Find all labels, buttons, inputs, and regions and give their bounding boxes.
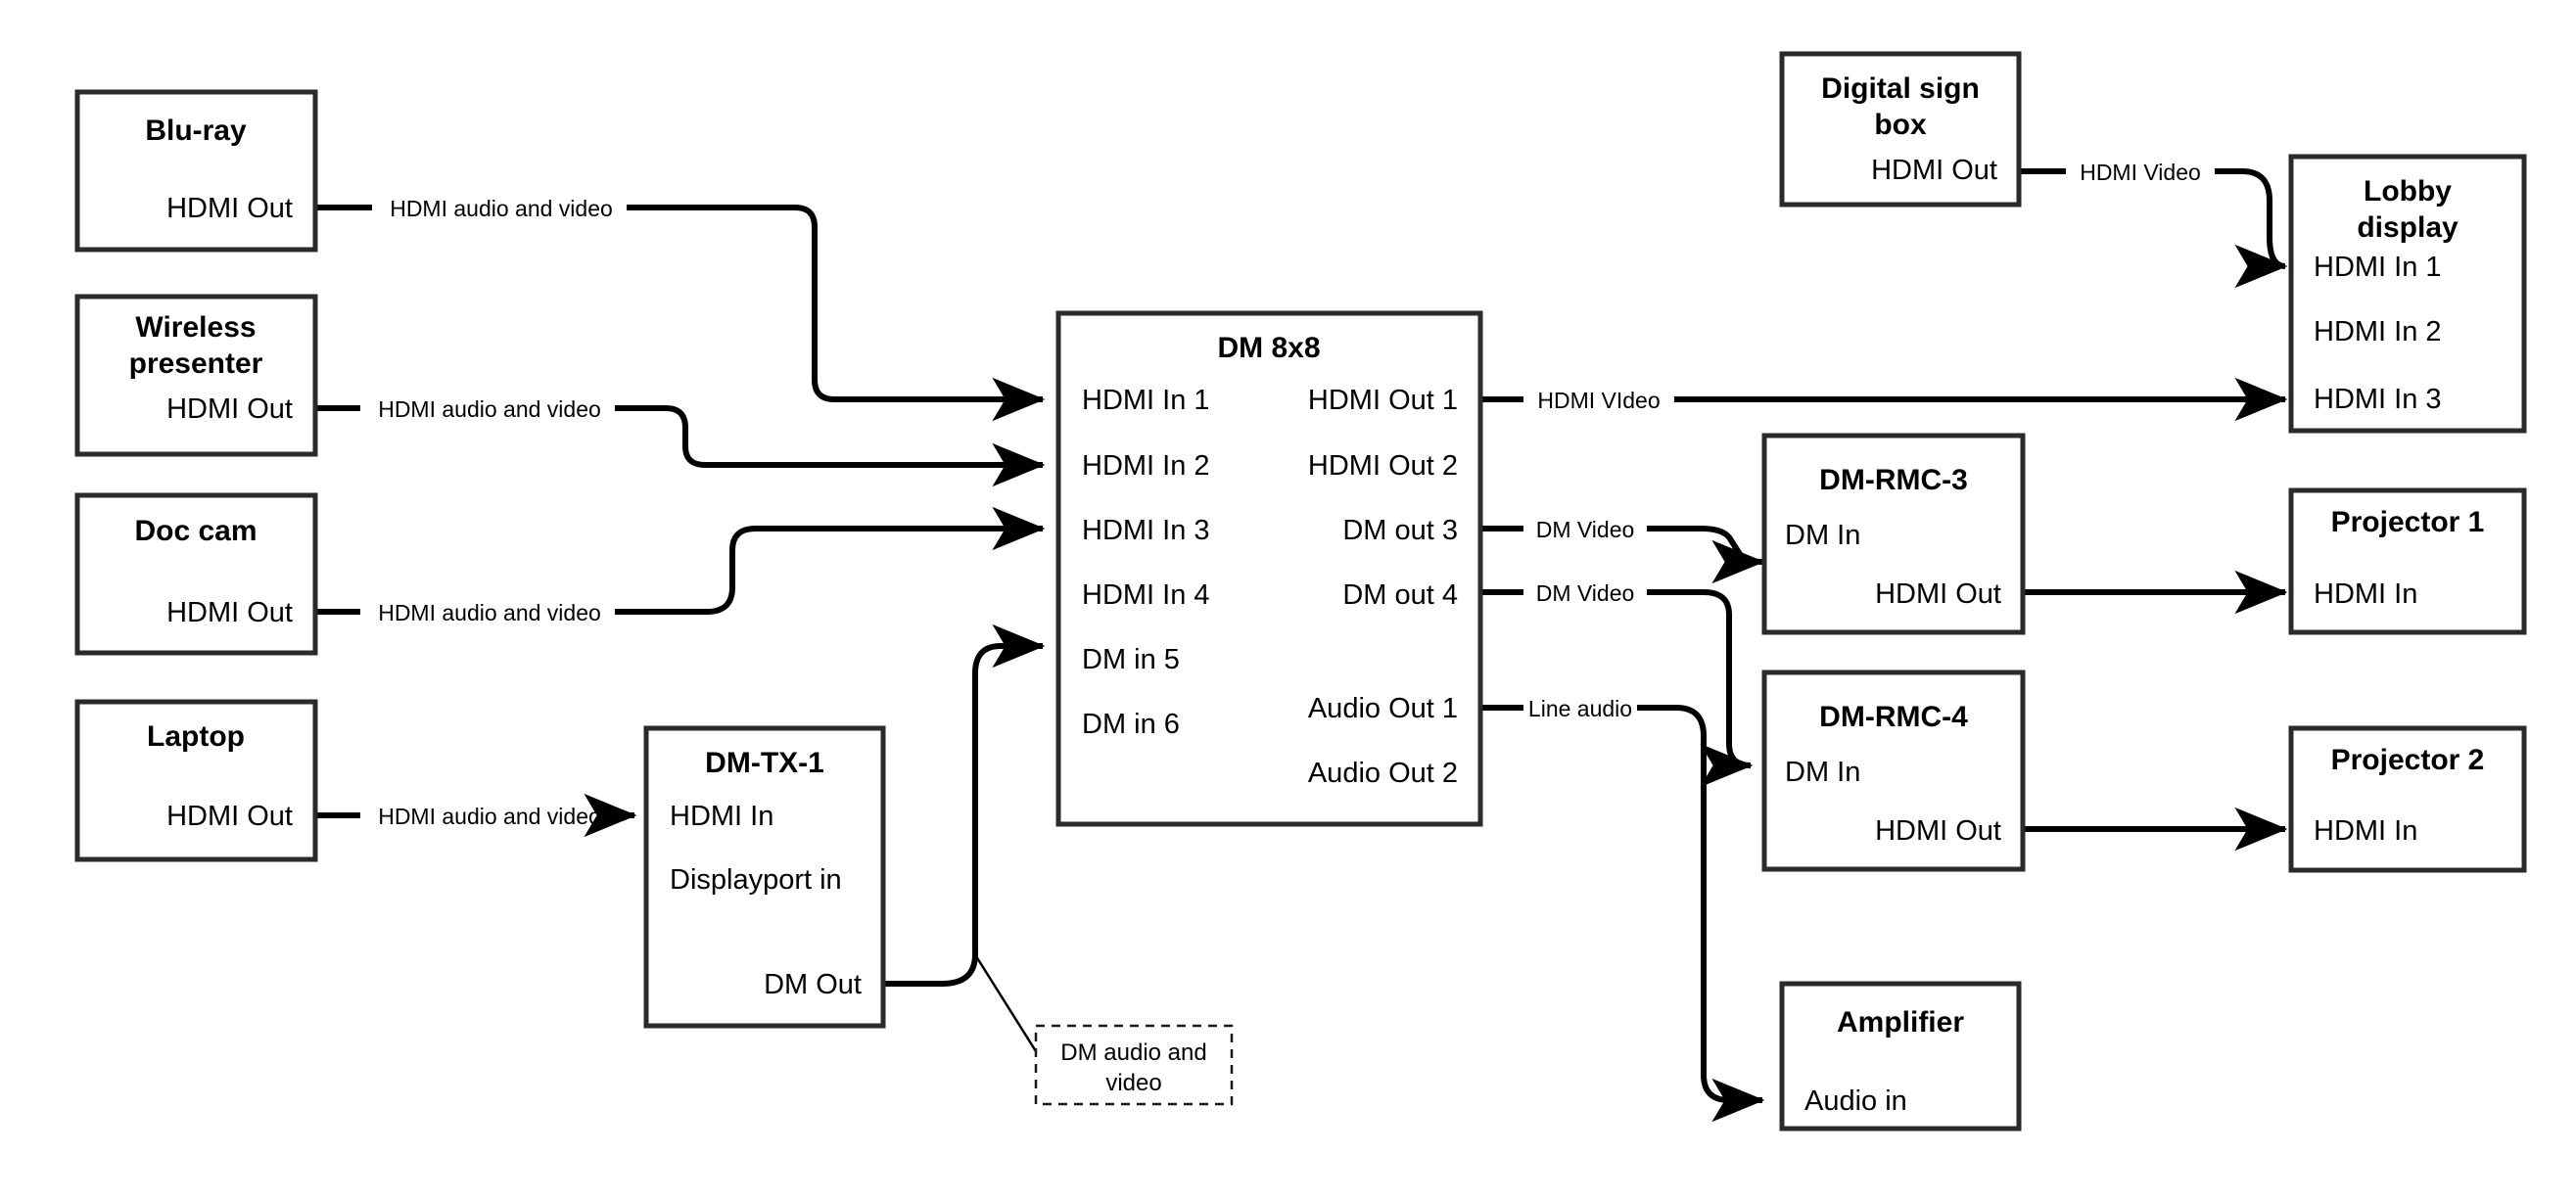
node-dm-8x8-input-hdmi-in-4: HDMI In 4 [1082,579,1210,611]
node-dm-rmc-3-port-dm-in: DM In [1785,520,1860,551]
edge-label-audioout1-to-amplifier: Line audio [1528,696,1632,721]
node-projector-1-port-hdmi-in: HDMI In [2314,578,2417,610]
note-dm-audio-and-video-line1: DM audio and [1060,1039,1206,1066]
node-dm-8x8-input-hdmi-in-1: HDMI In 1 [1082,385,1210,416]
node-laptop-port-hdmi-out: HDMI Out [166,801,293,832]
node-doc-cam-port-hdmi-out: HDMI Out [166,597,293,628]
node-projector-2[interactable]: Projector 2 HDMI In [2288,725,2527,873]
node-dm-8x8-input-hdmi-in-2: HDMI In 2 [1082,450,1210,482]
node-dm-rmc-4-rect[interactable] [1761,670,2026,872]
edge-label-hdmiout1-to-lobby3: HDMI VIdeo [1537,388,1660,413]
node-lobby-display-port-hdmi-in-3: HDMI In 3 [2314,384,2442,415]
wire-doccam-to-dm8x8-in3 [315,506,1046,615]
node-wireless-presenter-title-line1: Wireless [135,311,256,344]
node-bluray-rect[interactable] [74,89,318,253]
node-lobby-display[interactable]: Lobby display HDMI In 1 HDMI In 2 HDMI I… [2288,154,2527,434]
node-amplifier-port-audio-in: Audio in [1804,1086,1907,1117]
edge-label-dmout3-to-rmc3: DM Video [1536,517,1635,542]
edge-label-digitalsign-to-lobby: HDMI Video [2080,160,2201,185]
node-projector-1[interactable]: Projector 1 HDMI In [2288,487,2527,635]
node-dm-tx-1-rect[interactable] [643,725,886,1029]
note-dm-audio-and-video-line2: video [1105,1070,1161,1096]
node-laptop-title: Laptop [147,720,245,753]
node-projector-2-port-hdmi-in: HDMI In [2314,815,2417,847]
node-projector-2-title: Projector 2 [2331,744,2485,776]
node-dm-8x8-output-dm-out-4: DM out 4 [1342,579,1458,611]
node-dm-rmc-4-port-dm-in: DM In [1785,757,1860,788]
wire-dm8x8-dmout4-to-dmrmc4 [1480,589,1754,788]
node-wireless-presenter[interactable]: Wireless presenter HDMI Out [74,294,318,457]
node-dm-8x8-input-dm-in-6: DM in 6 [1082,709,1180,740]
node-digital-sign-box-title-line1: Digital sign [1821,72,1980,105]
node-dm-rmc-4-port-hdmi-out: HDMI Out [1875,815,2001,847]
node-laptop[interactable]: Laptop HDMI Out [74,699,318,862]
node-dm-8x8-rect[interactable] [1055,310,1483,827]
node-doc-cam-title: Doc cam [134,515,257,547]
node-dm-8x8-output-hdmi-out-1: HDMI Out 1 [1308,385,1458,416]
edge-label-wireless-to-in2: HDMI audio and video [378,396,601,422]
node-dm-8x8-input-hdmi-in-3: HDMI In 3 [1082,515,1210,546]
node-dm-8x8-output-audio-out-1: Audio Out 1 [1308,693,1458,724]
node-dm-rmc-3-rect[interactable] [1761,433,2026,635]
note-dm-audio-and-video-rect [1034,1024,1234,1106]
node-dm-8x8-output-hdmi-out-2: HDMI Out 2 [1308,450,1458,482]
edge-label-dmout4-to-rmc4: DM Video [1536,580,1635,606]
edge-label-bluray-to-in1: HDMI audio and video [390,196,613,221]
leader-line-dm-audio-video [974,955,1043,1060]
node-dm-rmc-3[interactable]: DM-RMC-3 DM In HDMI Out [1761,433,2026,635]
node-bluray-title: Blu-ray [145,115,247,147]
edge-label-laptop-to-dmtx1: HDMI audio and video [378,804,601,829]
node-digital-sign-box-rect[interactable] [1779,51,2022,208]
node-dm-rmc-3-port-hdmi-out: HDMI Out [1875,578,2001,610]
node-digital-sign-box-port-hdmi-out: HDMI Out [1871,155,1997,186]
node-wireless-presenter-title-line2: presenter [129,347,263,380]
wire-digitalsign-to-lobby-in1 [2019,168,2288,289]
node-doc-cam-rect[interactable] [74,492,318,656]
node-lobby-display-title-line2: display [2357,211,2459,244]
node-dm-tx-1-port-dm-out: DM Out [764,969,862,1000]
note-dm-audio-and-video: DM audio and video [1034,1024,1234,1106]
edge-label-doccam-to-in3: HDMI audio and video [378,600,601,625]
node-dm-8x8-input-dm-in-5: DM in 5 [1082,644,1180,675]
node-amplifier-rect[interactable] [1779,981,2022,1132]
node-dm-rmc-4-title: DM-RMC-4 [1819,701,1968,733]
wire-wireless-to-dm8x8-in2 [315,405,1046,487]
wire-dmtx1-to-dm8x8-in5 [883,624,1046,987]
node-projector-1-rect[interactable] [2288,487,2527,635]
node-digital-sign-box-title-line2: box [1874,109,1927,141]
node-lobby-display-title-line1: Lobby [2364,175,2452,208]
node-laptop-rect[interactable] [74,699,318,862]
wire-dm8x8-audioout1-to-amplifier [1480,705,1765,1123]
node-lobby-display-rect[interactable] [2288,154,2527,434]
wire-dm8x8-dmout3-to-dmrmc3 [1480,526,1765,584]
node-bluray-port-hdmi-out: HDMI Out [166,193,293,224]
node-lobby-display-port-hdmi-in-1: HDMI In 1 [2314,252,2442,283]
node-projector-1-title: Projector 1 [2331,506,2485,538]
node-wireless-presenter-rect[interactable] [74,294,318,457]
node-lobby-display-port-hdmi-in-2: HDMI In 2 [2314,316,2442,347]
node-dm-8x8-output-audio-out-2: Audio Out 2 [1308,758,1458,789]
node-wireless-presenter-port-hdmi-out: HDMI Out [166,393,293,425]
node-bluray[interactable]: Blu-ray HDMI Out [74,89,318,253]
node-amplifier-title: Amplifier [1837,1006,1964,1039]
wire-bluray-to-dm8x8-in1 [315,205,1046,422]
node-dm-8x8-title: DM 8x8 [1217,332,1320,364]
node-amplifier[interactable]: Amplifier Audio in [1779,981,2022,1132]
node-projector-2-rect[interactable] [2288,725,2527,873]
node-dm-tx-1-port-displayport-in: Displayport in [670,864,842,896]
node-digital-sign-box[interactable]: Digital sign box HDMI Out [1779,51,2022,208]
node-dm-8x8[interactable]: DM 8x8 HDMI In 1 HDMI In 2 HDMI In 3 HDM… [1055,310,1483,827]
node-dm-rmc-3-title: DM-RMC-3 [1819,464,1968,496]
node-doc-cam[interactable]: Doc cam HDMI Out [74,492,318,656]
node-dm-rmc-4[interactable]: DM-RMC-4 DM In HDMI Out [1761,670,2026,872]
node-dm-tx-1[interactable]: DM-TX-1 HDMI In Displayport in DM Out [643,725,886,1029]
node-dm-8x8-output-dm-out-3: DM out 3 [1342,515,1458,546]
node-dm-tx-1-title: DM-TX-1 [705,747,824,779]
edge-labels: HDMI audio and video HDMI audio and vide… [378,160,2201,829]
node-dm-tx-1-port-hdmi-in: HDMI In [670,801,773,832]
